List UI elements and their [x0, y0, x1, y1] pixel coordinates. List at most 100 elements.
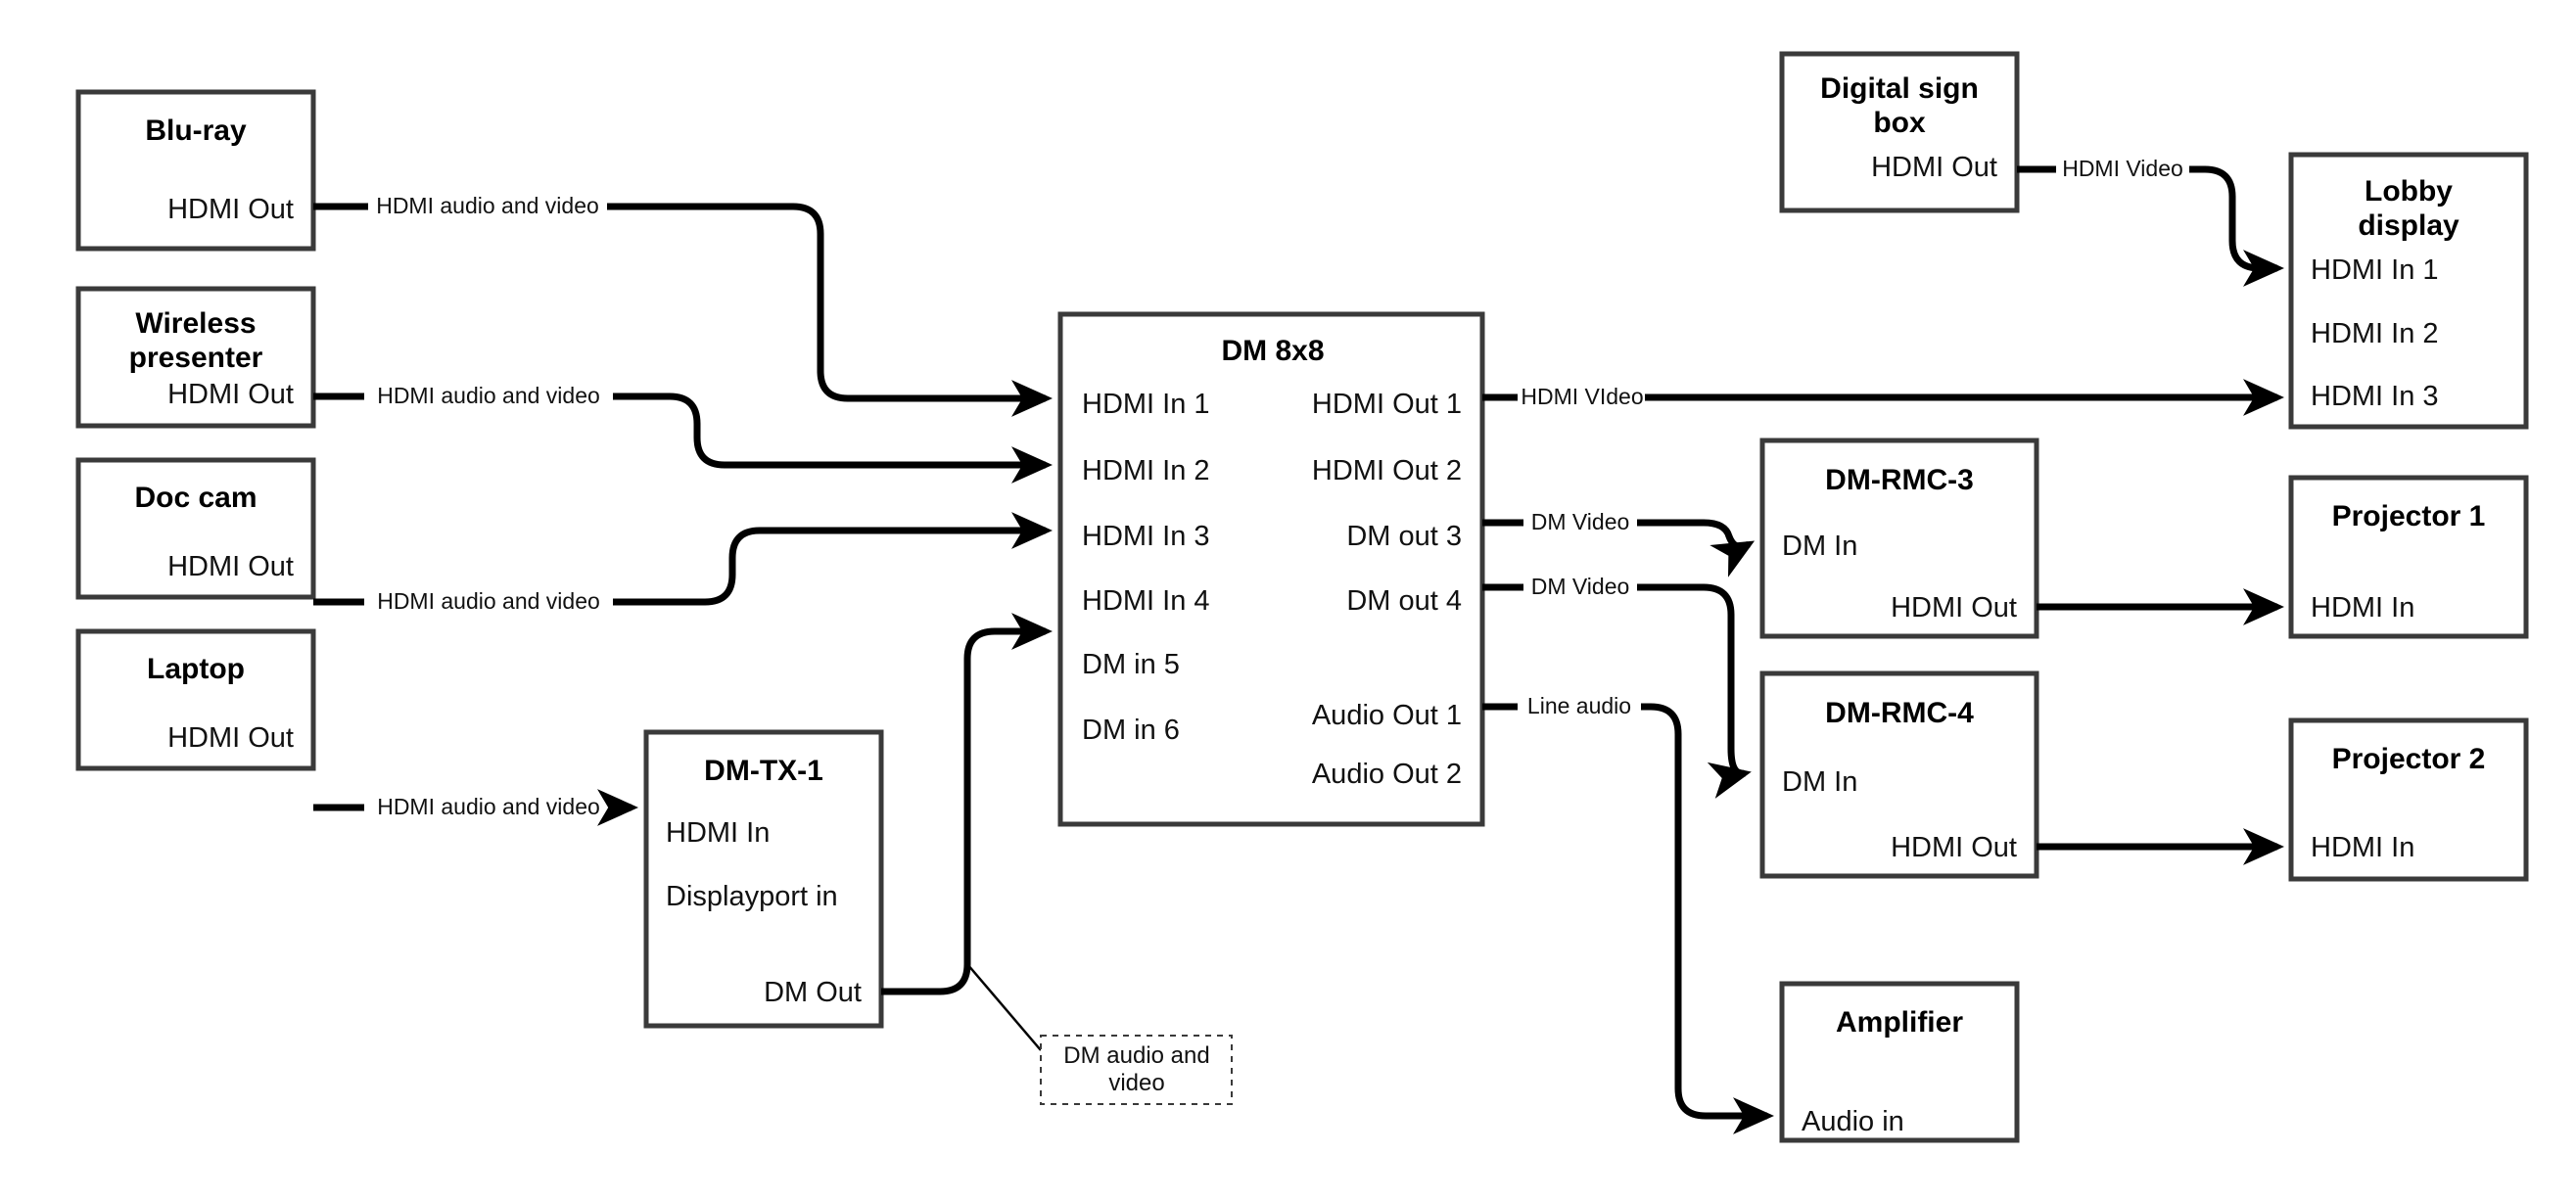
link-doccam-to-dm8x8-in3: HDMI audio and video [313, 512, 1053, 614]
projector-1-title: Projector 1 [2332, 500, 2486, 532]
link-laptop-label: HDMI audio and video [377, 794, 600, 819]
dm-tx-1-port-hdmi-in: HDMI In [666, 817, 770, 849]
laptop-box[interactable] [75, 628, 316, 771]
digital-sign-title-line2: box [1873, 107, 1926, 139]
link-dmout4-path [1637, 583, 1752, 799]
link-doccam-label: HDMI audio and video [377, 588, 600, 614]
blu-ray-title: Blu-ray [145, 115, 247, 147]
projector-2-port-hdmi-in: HDMI In [2311, 832, 2414, 863]
digital-sign-port-hdmi-out: HDMI Out [1871, 152, 1997, 183]
lobby-display-input-hdmi-in-1: HDMI In 1 [2311, 254, 2439, 286]
dm-8x8-output-audio-out-1: Audio Out 1 [1312, 700, 1462, 731]
link-bluray-to-dm8x8-in1: HDMI audio and video [313, 193, 1053, 417]
link-wireless-label: HDMI audio and video [377, 383, 600, 408]
digital-sign-box[interactable] [1779, 51, 2020, 213]
dm-8x8-input-dm-in-6: DM in 6 [1082, 715, 1180, 746]
amplifier-title: Amplifier [1836, 1006, 1963, 1039]
dm-8x8-output-hdmi-out-2: HDMI Out 2 [1312, 455, 1462, 486]
device-dm-rmc-3[interactable]: DM-RMC-3 DM In HDMI Out [1759, 438, 2039, 639]
lobby-display-box[interactable] [2288, 152, 2529, 430]
dm-tx-1-title: DM-TX-1 [704, 755, 823, 787]
device-dm-rmc-4[interactable]: DM-RMC-4 DM In HDMI Out [1759, 670, 2039, 879]
amplifier-port-audio-in: Audio in [1802, 1106, 1904, 1137]
dm-8x8-input-dm-in-5: DM in 5 [1082, 649, 1180, 680]
lobby-display-title-line2: display [2358, 209, 2459, 242]
dm-8x8-input-hdmi-in-1: HDMI In 1 [1082, 389, 1210, 420]
link-laptop-to-dmtx1: HDMI audio and video [313, 789, 638, 826]
projector-1-port-hdmi-in: HDMI In [2311, 592, 2414, 624]
link-doccam-path [613, 512, 1053, 606]
wireless-presenter-title-line1: Wireless [135, 307, 256, 340]
doc-cam-box[interactable] [75, 457, 316, 600]
wireless-presenter-title-line2: presenter [129, 342, 263, 374]
device-projector-2[interactable]: Projector 2 HDMI In [2288, 717, 2529, 882]
blu-ray-box[interactable] [75, 89, 316, 252]
lobby-display-input-hdmi-in-2: HDMI In 2 [2311, 318, 2439, 349]
link-wireless-path [613, 393, 1053, 484]
annotation-note-line2: video [1108, 1070, 1164, 1096]
dm-tx-1-port-dm-out: DM Out [764, 977, 862, 1008]
annotation-leader-line [966, 963, 1042, 1051]
wireless-presenter-port-hdmi-out: HDMI Out [167, 379, 294, 410]
link-hdmiout1-label: HDMI VIdeo [1521, 384, 1643, 409]
link-dmout3-label: DM Video [1531, 509, 1630, 534]
laptop-port-hdmi-out: HDMI Out [167, 722, 294, 754]
link-digitalsign-path [2189, 165, 2284, 287]
link-dmtx1-to-dm8x8-in5 [881, 613, 1053, 995]
device-digital-sign-box[interactable]: Digital sign box HDMI Out [1779, 51, 2020, 213]
projector-2-box[interactable] [2288, 717, 2529, 882]
device-projector-1[interactable]: Projector 1 HDMI In [2288, 475, 2529, 639]
projector-1-box[interactable] [2288, 475, 2529, 639]
device-dm-8x8[interactable]: DM 8x8 HDMI In 1 HDMI In 2 HDMI In 3 HDM… [1057, 311, 1485, 827]
dm-8x8-input-hdmi-in-3: HDMI In 3 [1082, 521, 1210, 552]
dm-rmc-4-port-dm-in: DM In [1782, 766, 1857, 798]
dm-rmc-3-title: DM-RMC-3 [1825, 464, 1974, 496]
dm-rmc-4-box[interactable] [1759, 670, 2039, 879]
annotation-note-line1: DM audio and [1063, 1042, 1209, 1069]
dm-rmc-3-box[interactable] [1759, 438, 2039, 639]
link-audioout1-path [1641, 703, 1774, 1134]
device-amplifier[interactable]: Amplifier Audio in [1779, 981, 2020, 1143]
link-wireless-to-dm8x8-in2: HDMI audio and video [313, 383, 1053, 484]
dm-8x8-output-hdmi-out-1: HDMI Out 1 [1312, 389, 1462, 420]
link-dm8x8-out4-to-rmc4: DM Video [1482, 574, 1752, 799]
link-digitalsign-to-lobby-in1: HDMI Video [2017, 156, 2284, 287]
device-wireless-presenter[interactable]: Wireless presenter HDMI Out [75, 286, 316, 429]
device-lobby-display[interactable]: Lobby display HDMI In 1 HDMI In 2 HDMI I… [2288, 152, 2529, 430]
link-digitalsign-label: HDMI Video [2062, 156, 2183, 181]
dm-8x8-input-hdmi-in-2: HDMI In 2 [1082, 455, 1210, 486]
annotation-note-box [1040, 1035, 1233, 1105]
lobby-display-input-hdmi-in-3: HDMI In 3 [2311, 381, 2439, 412]
device-doc-cam[interactable]: Doc cam HDMI Out [75, 457, 316, 600]
amplifier-box[interactable] [1779, 981, 2020, 1143]
link-dm8x8-out3-to-rmc3: DM Video [1482, 509, 1756, 577]
link-dm8x8-audioout1-to-amplifier: Line audio [1482, 693, 1774, 1134]
dm-8x8-title: DM 8x8 [1221, 335, 1324, 367]
dm-8x8-output-audio-out-2: Audio Out 2 [1312, 759, 1462, 790]
dm-rmc-3-port-hdmi-out: HDMI Out [1891, 592, 2017, 624]
dm-8x8-box[interactable] [1057, 311, 1485, 827]
blu-ray-port-hdmi-out: HDMI Out [167, 194, 294, 225]
doc-cam-port-hdmi-out: HDMI Out [167, 551, 294, 582]
doc-cam-title: Doc cam [134, 482, 257, 514]
dm-tx-1-box[interactable] [643, 729, 884, 1029]
dm-rmc-4-title: DM-RMC-4 [1825, 697, 1974, 729]
device-blu-ray[interactable]: Blu-ray HDMI Out [75, 89, 316, 252]
link-audioout1-label: Line audio [1527, 693, 1631, 718]
laptop-title: Laptop [147, 653, 245, 685]
link-dmout4-label: DM Video [1531, 574, 1630, 599]
device-laptop[interactable]: Laptop HDMI Out [75, 628, 316, 771]
link-dmtx1-path [881, 613, 1053, 995]
annotation-dm-audio-video: DM audio and video [966, 963, 1233, 1105]
link-bluray-label: HDMI audio and video [376, 193, 599, 218]
dm-8x8-output-dm-out-4: DM out 4 [1346, 585, 1462, 617]
dm-8x8-input-hdmi-in-4: HDMI In 4 [1082, 585, 1210, 617]
device-dm-tx-1[interactable]: DM-TX-1 HDMI In Displayport in DM Out [643, 729, 884, 1029]
lobby-display-title-line1: Lobby [2365, 175, 2453, 208]
dm-8x8-output-dm-out-3: DM out 3 [1346, 521, 1462, 552]
wireless-presenter-box[interactable] [75, 286, 316, 429]
digital-sign-title-line1: Digital sign [1820, 72, 1979, 105]
link-dm8x8-out1-to-lobby-in3: HDMI VIdeo [1482, 379, 2284, 416]
projector-2-title: Projector 2 [2332, 743, 2486, 775]
